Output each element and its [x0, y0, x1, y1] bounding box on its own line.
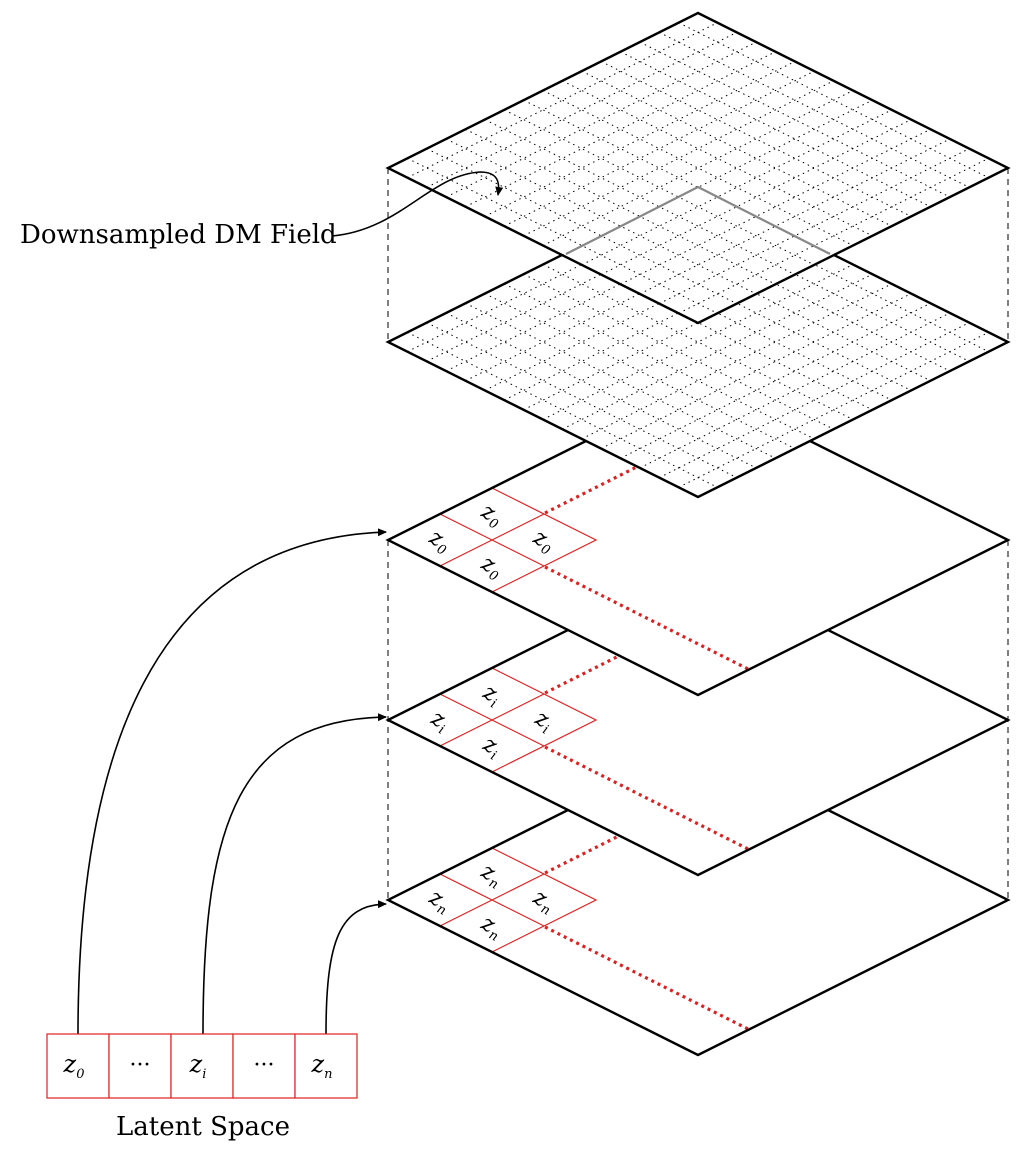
- field-label: Downsampled DM Field: [20, 220, 337, 250]
- dm-field-layer-lower: [385, 185, 1011, 499]
- arrow-z0-to-layer: [77, 528, 387, 1035]
- dm-field-layer-upper: [385, 11, 1011, 325]
- ellipsis-label: ···: [130, 1053, 151, 1078]
- arrow-zn-to-layer: [325, 900, 387, 1035]
- latent-label: zn: [310, 1050, 332, 1082]
- latent-space-label: Latent Space: [116, 1112, 290, 1142]
- red-dotted-edge: [544, 745, 751, 852]
- latent-label: z0: [63, 1050, 85, 1082]
- ellipsis-label: ···: [254, 1053, 275, 1078]
- latent-cell-ellipsis: ···: [108, 1033, 172, 1099]
- latent-cell-ellipsis: ···: [232, 1033, 296, 1099]
- latent-arrows: [77, 528, 387, 1035]
- red-dotted-edge: [544, 925, 751, 1032]
- field-arrow: [331, 171, 504, 237]
- latent-label: zi: [189, 1050, 207, 1082]
- latent-space: z0 ··· zi ··· zn: [46, 1033, 358, 1099]
- latent-cell-n: zn: [294, 1033, 358, 1099]
- field-annotation: Downsampled DM Field: [20, 171, 504, 250]
- dm-field-layers: [385, 11, 1011, 499]
- red-dotted-edge: [544, 565, 751, 672]
- latent-cell-i: zi: [170, 1033, 234, 1099]
- arrow-zi-to-layer: [202, 713, 387, 1035]
- latent-cell-0: z0: [46, 1033, 110, 1099]
